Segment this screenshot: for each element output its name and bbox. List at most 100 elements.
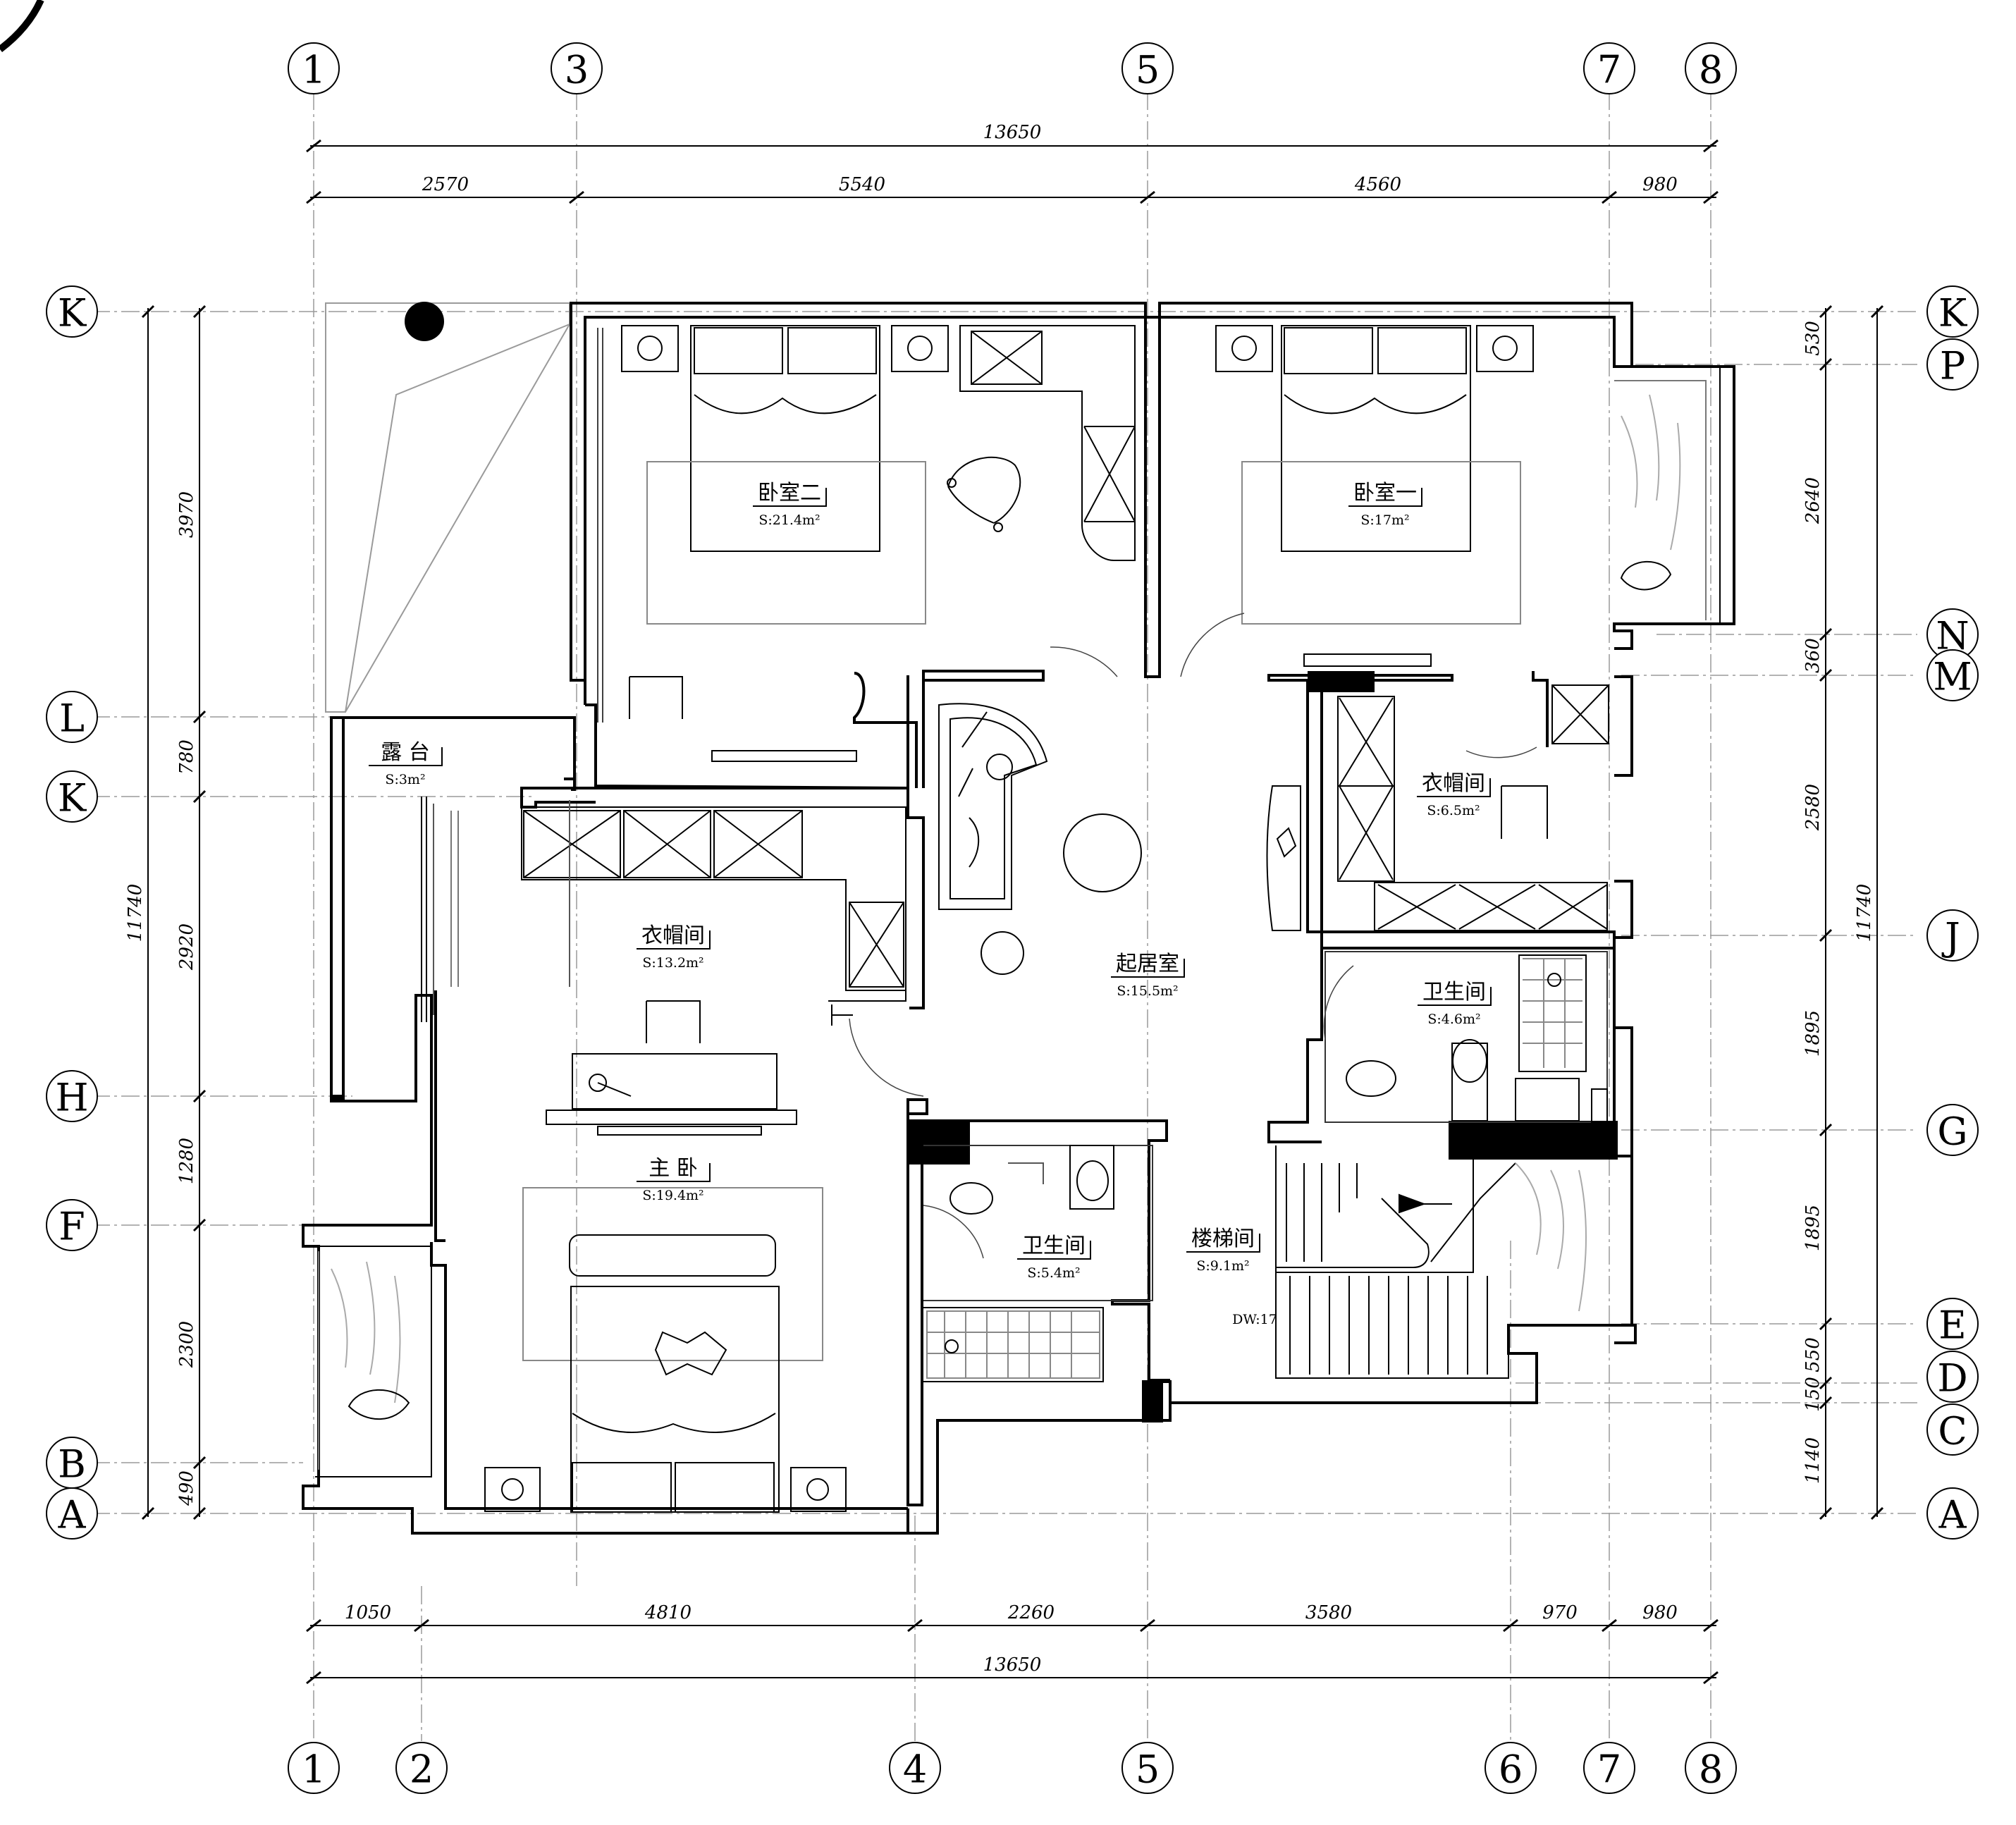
- dimension-ticks: [141, 139, 1884, 1685]
- dim-bottom-segment: 2260: [1007, 1602, 1055, 1623]
- dim-bottom-segment: 980: [1642, 1602, 1678, 1623]
- drain-icon: [405, 302, 444, 341]
- axis-label-left: A: [58, 1493, 87, 1537]
- axis-label-top: 5: [1136, 48, 1160, 92]
- room-area: S:3m²: [385, 772, 425, 787]
- dim-bottom-segment: 970: [1542, 1602, 1578, 1623]
- bedroom-2-furniture: [621, 325, 1136, 762]
- dim-bottom-total: 13650: [983, 1654, 1042, 1676]
- axis-label-top: 3: [565, 48, 589, 92]
- bathroom-2-fixtures: [921, 1145, 1153, 1382]
- dim-top-segment: 2570: [422, 174, 469, 195]
- room-name: 衣帽间: [1422, 771, 1485, 796]
- terrace-walls: [330, 716, 576, 1098]
- room-area: S:5.4m²: [1027, 1265, 1080, 1281]
- dim-right-segment: 1895: [1802, 1205, 1824, 1251]
- closet-left-furniture: [433, 800, 906, 1043]
- axis-label-right: M: [1933, 655, 1972, 699]
- axis-label-bottom: 7: [1597, 1747, 1621, 1792]
- room-area: S:13.2m²: [642, 955, 703, 971]
- dim-right-segment: 150: [1802, 1377, 1824, 1412]
- master-bedroom-furniture: [484, 1053, 847, 1513]
- corner-mark: [0, 0, 44, 52]
- dim-left-segment: 1280: [176, 1138, 197, 1184]
- room-name: 起居室: [1116, 952, 1179, 976]
- axis-label-right: A: [1938, 1493, 1967, 1537]
- bedroom-1-furniture: [1215, 325, 1534, 667]
- room-area: S:15.5m²: [1117, 983, 1178, 999]
- dim-right-segment: 1140: [1802, 1437, 1824, 1484]
- dimension-lines: [147, 145, 1878, 1678]
- bathroom-1-fixtures: [1324, 951, 1608, 1123]
- dim-top-segment: 4560: [1354, 174, 1401, 195]
- room-name: 楼梯间: [1191, 1227, 1255, 1251]
- room-name: 卫生间: [1422, 980, 1486, 1004]
- dim-bottom-segment: 4810: [644, 1602, 692, 1623]
- axis-label-left: K: [58, 291, 87, 336]
- axis-label-top: 1: [302, 48, 326, 92]
- dim-right-segment: 550: [1802, 1337, 1824, 1372]
- axis-label-left: H: [55, 1076, 88, 1120]
- dim-right-segment: 530: [1802, 321, 1824, 356]
- dim-right-segment: 360: [1802, 638, 1824, 673]
- dim-top-total: 13650: [983, 122, 1042, 143]
- door-swings: [849, 613, 1537, 1259]
- dim-top-segment: 980: [1642, 174, 1678, 195]
- axis-label-bottom: 4: [903, 1747, 927, 1792]
- axis-label-right: C: [1938, 1409, 1967, 1454]
- axis-bubbles: [46, 42, 1979, 1794]
- dim-left-segment: 490: [176, 1470, 197, 1506]
- axis-label-left: L: [59, 696, 85, 741]
- axis-label-top: 7: [1597, 48, 1621, 92]
- dim-right-segment: 2580: [1802, 784, 1824, 831]
- axis-label-top: 8: [1699, 48, 1723, 92]
- room-area: S:6.5m²: [1427, 803, 1480, 818]
- dim-left-segment: 2300: [176, 1321, 197, 1368]
- axis-label-right: D: [1937, 1356, 1967, 1401]
- terrace-railing: [421, 797, 459, 1022]
- axis-label-bottom: 8: [1699, 1747, 1723, 1792]
- dim-left-segment: 2920: [176, 923, 197, 971]
- axis-label-right: G: [1937, 1110, 1967, 1154]
- dim-right-segment: 1895: [1802, 1010, 1824, 1057]
- axis-label-left: B: [58, 1442, 86, 1487]
- axis-label-right: E: [1938, 1303, 1966, 1348]
- dim-bottom-segment: 3580: [1305, 1602, 1352, 1623]
- stairwell: [1275, 1145, 1587, 1379]
- dim-right-total: 11740: [1854, 884, 1875, 942]
- dim-left-segment: 3970: [176, 491, 197, 538]
- balcony-left: [315, 1246, 432, 1477]
- dim-top-segment: 5540: [839, 174, 885, 195]
- stair-note: DW:17: [1232, 1312, 1277, 1327]
- room-name: 露 台: [381, 740, 430, 765]
- bedroom-2-wardrobe-hatch: [597, 328, 603, 723]
- axis-label-right: K: [1938, 291, 1968, 336]
- axis-label-right: J: [1941, 915, 1960, 959]
- dim-bottom-segment: 1050: [345, 1602, 391, 1623]
- axis-label-right: P: [1940, 344, 1965, 388]
- closet-right-furniture: [1266, 684, 1609, 931]
- structural-columns: [908, 671, 1618, 1422]
- axis-label-right: N: [1936, 614, 1969, 658]
- dim-left-total: 11740: [125, 884, 146, 942]
- room-name: 卧室一: [1353, 481, 1417, 505]
- dim-left-segment: 780: [176, 739, 197, 775]
- room-area: S:17m²: [1360, 512, 1409, 528]
- room-area: S:9.1m²: [1196, 1258, 1249, 1274]
- room-name: 卧室二: [758, 481, 821, 505]
- axis-label-left: F: [59, 1205, 85, 1249]
- axis-label-bottom: 5: [1136, 1747, 1160, 1792]
- axis-label-left: K: [58, 776, 87, 821]
- dim-right-segment: 2640: [1802, 477, 1824, 524]
- balcony-right: [1614, 366, 1721, 625]
- room-name: 主 卧: [649, 1156, 698, 1181]
- axis-label-bottom: 2: [410, 1747, 434, 1792]
- room-area: S:19.4m²: [642, 1188, 703, 1203]
- room-name: 衣帽间: [641, 923, 705, 948]
- room-area: S:21.4m²: [758, 512, 820, 528]
- room-name: 卫生间: [1022, 1234, 1086, 1258]
- room-area: S:4.6m²: [1427, 1012, 1480, 1027]
- grid-lines: [92, 92, 1917, 1741]
- room-label-underlines: [369, 488, 1492, 1260]
